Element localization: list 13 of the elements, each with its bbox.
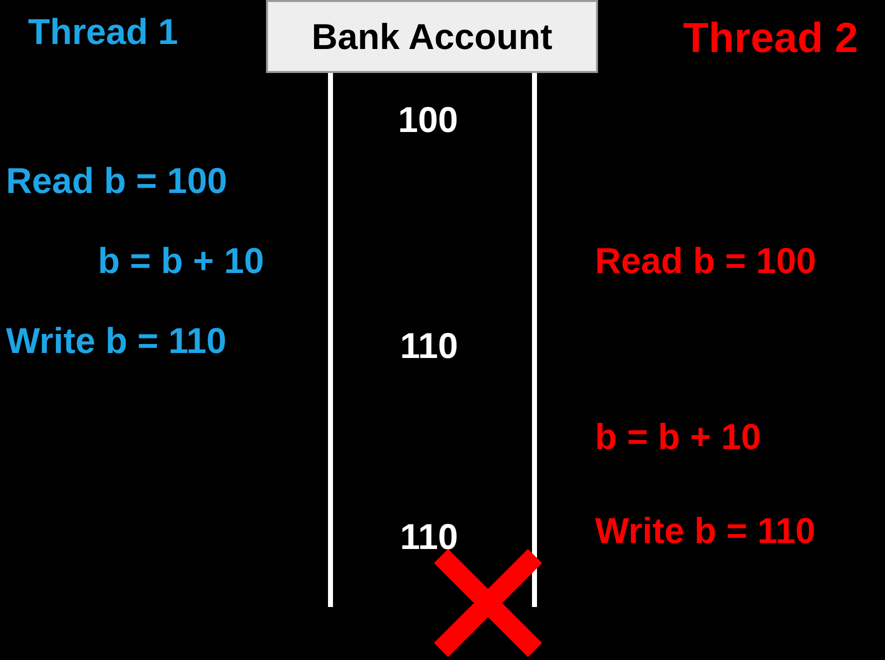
operation-text: b = b + 10: [595, 419, 762, 455]
thread-heading: Thread 2: [683, 17, 858, 59]
operation-text: Read b = 100: [6, 163, 228, 199]
operation-text: b = b + 10: [98, 243, 264, 279]
balance-value: 110: [400, 519, 458, 555]
balance-value: 100: [398, 102, 458, 138]
operation-text: Read b = 100: [595, 243, 816, 279]
balance-value: 110: [400, 328, 458, 364]
operation-text: Write b = 110: [595, 513, 816, 549]
thread-heading: Thread 1: [28, 14, 178, 50]
operation-text: Write b = 110: [6, 323, 226, 359]
title-box: [266, 0, 598, 73]
box-title: Bank Account: [312, 14, 552, 58]
